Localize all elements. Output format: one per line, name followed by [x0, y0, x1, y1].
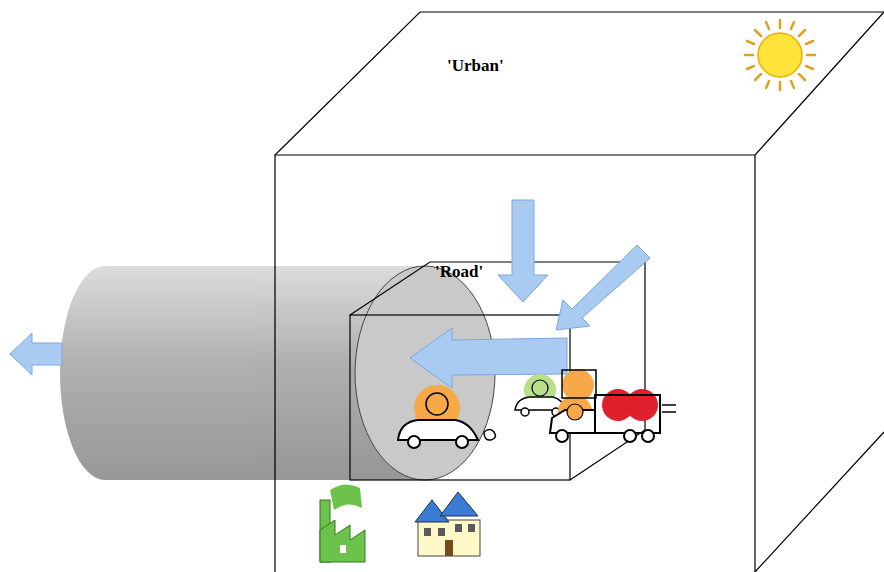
- houses-symbol: [415, 492, 480, 556]
- factory-symbol: [320, 484, 365, 562]
- urban-edge: [274, 266, 275, 480]
- road-box: 'Road': [350, 262, 645, 480]
- box-label: 'Urban': [447, 56, 504, 76]
- car-symbol: [398, 385, 495, 448]
- box-label: 'Road': [435, 262, 483, 282]
- truck-symbol: [550, 369, 676, 442]
- flow-arrow: [556, 245, 650, 330]
- plume-cylinder: [60, 266, 495, 480]
- urban-box: 'Urban' 'Road': [275, 12, 884, 572]
- flow-arrow: [498, 200, 548, 302]
- sun-symbol: [745, 20, 815, 90]
- flow-arrow: [10, 333, 62, 375]
